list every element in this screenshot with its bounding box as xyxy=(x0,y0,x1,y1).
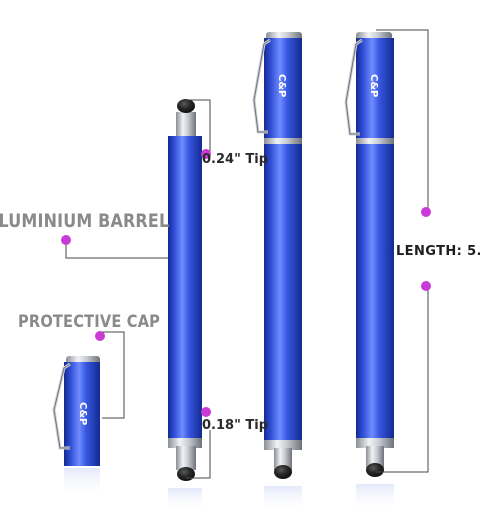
stylus-middle xyxy=(252,32,302,512)
length-value: 5.5" xyxy=(467,244,480,259)
aluminium-barrel-label: ALUMINIUM BARREL xyxy=(0,210,170,232)
length-label: LENGTH: 5.5" xyxy=(396,244,480,259)
tip-size-small-label: 0.18" Tip xyxy=(202,418,269,433)
svg-text:C&P: C&P xyxy=(368,74,379,97)
protective-cap xyxy=(52,356,100,498)
svg-text:C&P: C&P xyxy=(77,402,88,425)
brand-logo: C&P C&P C&P xyxy=(77,74,379,425)
length-prefix: LENGTH: xyxy=(396,244,463,259)
protective-cap-label: PROTECTIVE CAP xyxy=(18,312,161,332)
callout-dots xyxy=(61,149,431,417)
stylus-short xyxy=(168,99,202,512)
stylus-right xyxy=(344,32,394,512)
tip-size-large-label: 0.24" Tip xyxy=(202,152,269,167)
svg-text:C&P: C&P xyxy=(276,74,287,97)
